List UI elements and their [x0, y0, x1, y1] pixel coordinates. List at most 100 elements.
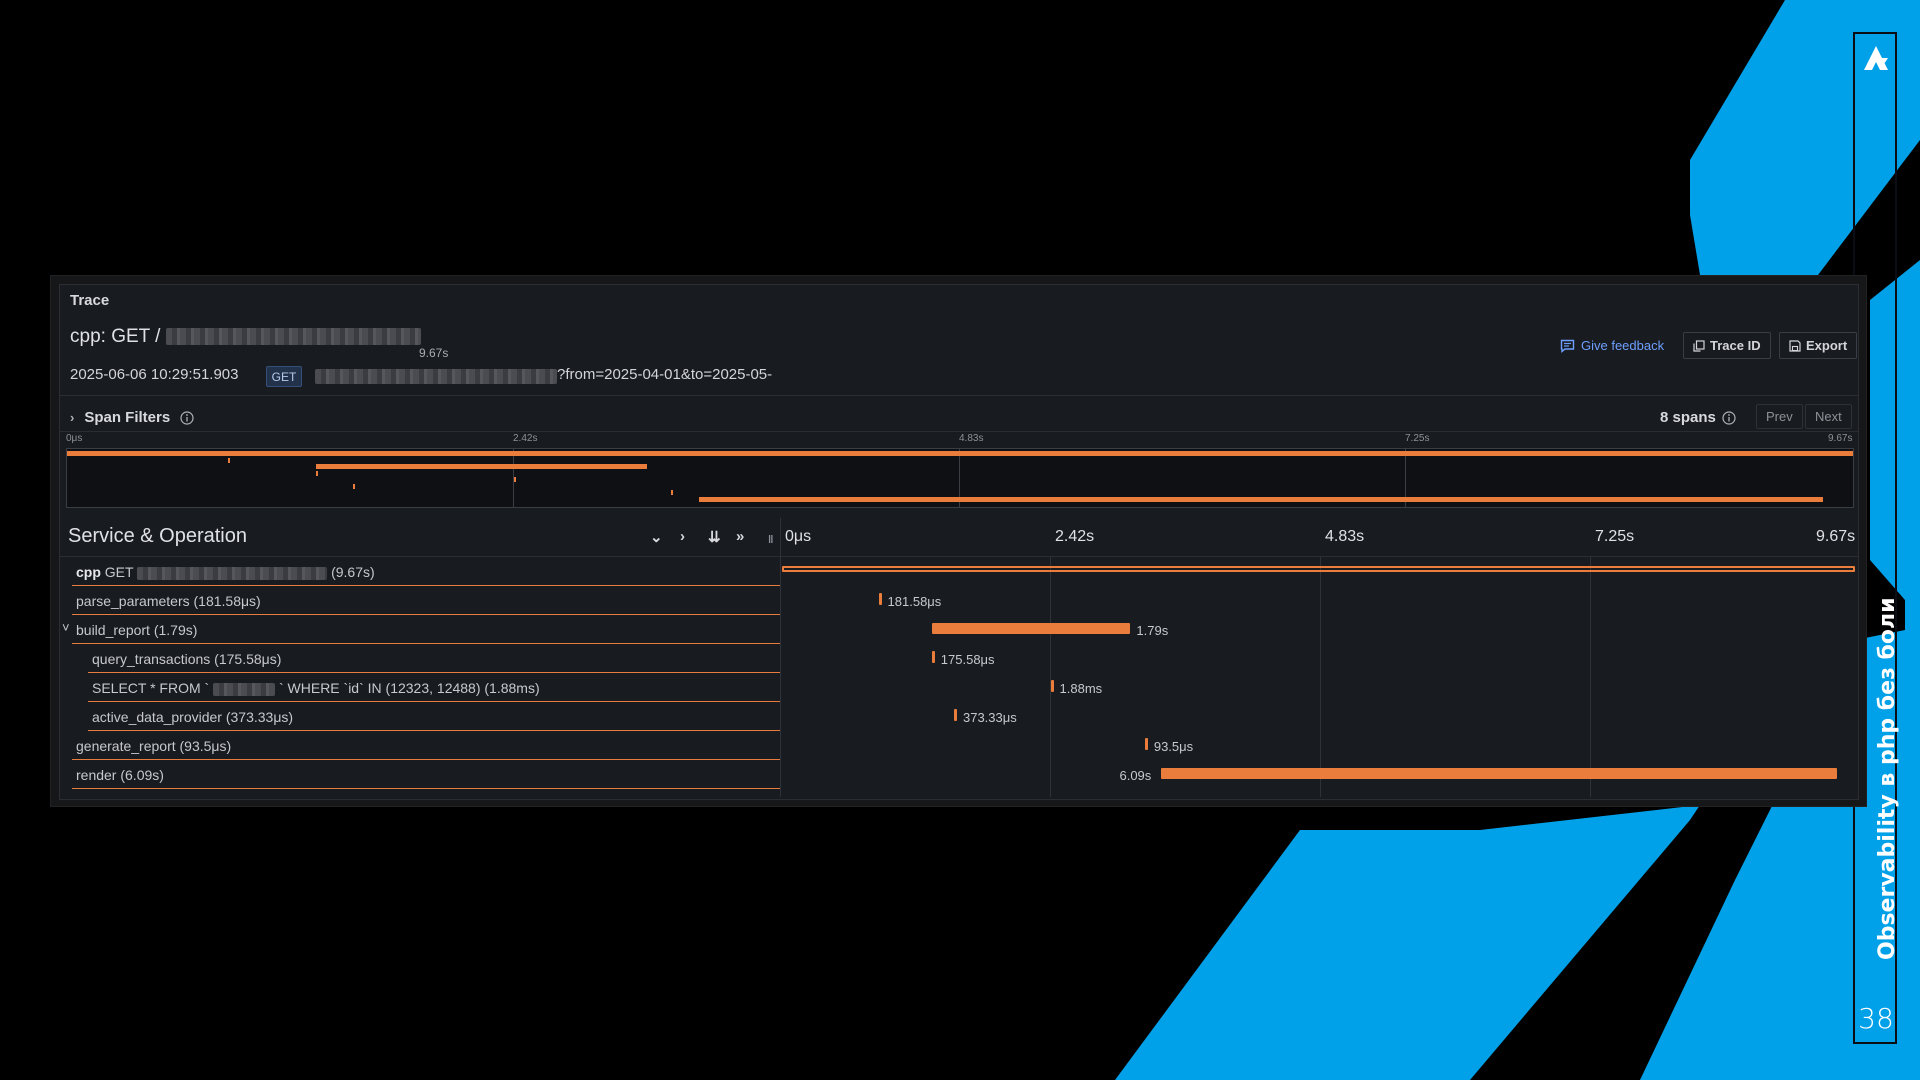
span-timeline: cpp GET (9.67s) parse_parameters (181.58μ…: [60, 557, 1858, 797]
trace-window: Trace cpp: GET / 9.67s 2025-06-06 10:29:…: [50, 275, 1867, 807]
time-tick: 2.42s: [1055, 528, 1095, 545]
minimap-canvas[interactable]: [66, 448, 1854, 508]
service-name: cpp: [76, 564, 105, 580]
timeline-gridline: [1320, 557, 1321, 797]
minimap-tick: 4.83s: [959, 433, 984, 444]
redacted-text: [137, 566, 328, 580]
span-duration-label: 181.58μs: [887, 594, 942, 609]
give-feedback-link[interactable]: Give feedback: [1560, 338, 1664, 353]
minimap-tick: 9.67s: [1828, 433, 1853, 444]
span-bar[interactable]: [931, 623, 1131, 634]
span-name: cpp GET (9.67s): [76, 564, 375, 580]
minimap-span-bar: [698, 496, 1824, 502]
span-row-underline: [72, 585, 780, 586]
minimap-tick: 2.42s: [513, 433, 538, 444]
span-row[interactable]: active_data_provider (373.33μs)373.33μs: [60, 702, 1858, 731]
minimap-tick: 0μs: [66, 433, 83, 444]
span-name: active_data_provider (373.33μs): [92, 709, 293, 725]
expand-all-icon[interactable]: »: [736, 528, 745, 545]
redacted-url: [315, 369, 557, 384]
trace-timestamp: 2025-06-06 10:29:51.903: [70, 366, 239, 383]
span-row-underline: [72, 759, 780, 760]
expand-one-icon[interactable]: ›: [680, 528, 685, 545]
span-name-text: build_report (1.79s): [76, 622, 198, 638]
span-name-prefix: SELECT * FROM `: [92, 680, 214, 696]
collapse-one-icon[interactable]: ⌄: [650, 529, 663, 546]
give-feedback-label: Give feedback: [1581, 338, 1665, 353]
minimap-gridline: [959, 449, 960, 507]
span-row[interactable]: cpp GET (9.67s): [60, 557, 1858, 586]
column-separator: [780, 518, 781, 556]
prev-button[interactable]: Prev: [1756, 404, 1803, 429]
span-bar[interactable]: [878, 593, 882, 605]
timeline-gridline: [1590, 557, 1591, 797]
redacted-trace-path: [165, 328, 421, 346]
trace-panel: Trace cpp: GET / 9.67s 2025-06-06 10:29:…: [59, 284, 1859, 800]
span-row-underline: [72, 643, 780, 644]
span-bar[interactable]: [1050, 680, 1054, 692]
span-bar[interactable]: [953, 709, 957, 721]
trace-duration: 9.67s: [419, 346, 449, 360]
minimap-span-bar: [316, 470, 319, 476]
next-button[interactable]: Next: [1805, 404, 1852, 429]
minimap-span-bar: [670, 490, 673, 495]
span-name: parse_parameters (181.58μs): [76, 593, 261, 609]
trace-id-button[interactable]: Trace ID: [1683, 332, 1771, 359]
export-label: Export: [1806, 338, 1848, 353]
span-name-text: active_data_provider (373.33μs): [92, 709, 294, 725]
span-row[interactable]: parse_parameters (181.58μs) 181.58μs: [60, 586, 1858, 615]
spans-count-label: 8 spans: [1660, 409, 1716, 426]
span-filters-toggle[interactable]: › Span Filters: [70, 409, 194, 426]
timeline-gridline: [1050, 557, 1051, 797]
time-tick: 4.83s: [1325, 528, 1365, 545]
span-bar[interactable]: [1161, 768, 1838, 779]
span-name-prefix: GET: [104, 564, 138, 580]
blue-shape-bottom: [1115, 805, 1700, 1080]
collapse-all-icon[interactable]: ⇊: [708, 529, 721, 546]
span-name-suffix: ` WHERE `id` IN (12323, 12488) (1.88ms): [275, 680, 540, 696]
info-icon: [1722, 410, 1736, 425]
span-name: query_transactions (175.58μs): [92, 651, 281, 667]
span-row[interactable]: SELECT * FROM ` ` WHERE `id` IN (12323, …: [60, 673, 1858, 702]
minimap-span-bar: [227, 457, 230, 463]
span-row-underline: [88, 730, 780, 731]
export-button[interactable]: Export: [1779, 332, 1858, 359]
span-duration-label: 1.88ms: [1059, 681, 1103, 696]
span-name-text: generate_report (93.5μs): [76, 738, 232, 754]
service-operation-title: Service & Operation: [68, 525, 247, 547]
chevron-down-icon[interactable]: ˅: [62, 620, 70, 635]
trace-name-prefix: cpp: GET /: [70, 326, 161, 347]
span-filters-label: Span Filters: [84, 409, 171, 426]
span-duration-label: 1.79s: [1136, 623, 1169, 638]
divider: [60, 431, 1858, 432]
time-tick: 0μs: [785, 528, 812, 545]
divider: [60, 395, 1858, 396]
minimap-tick: 7.25s: [1405, 433, 1430, 444]
span-bar[interactable]: [782, 566, 1855, 572]
minimap-span-bar: [316, 464, 647, 469]
feedback-icon: [1560, 339, 1575, 353]
timeline-gridline: [780, 557, 781, 797]
resize-handle-icon[interactable]: ‖: [768, 534, 774, 546]
brand-logo-icon: [1864, 46, 1888, 70]
span-duration-label: 175.58μs: [940, 652, 995, 667]
trace-minimap[interactable]: 0μs 2.42s 4.83s 7.25s 9.67s: [66, 433, 1854, 509]
minimap-span-bar: [513, 477, 516, 482]
span-row[interactable]: ˅ build_report (1.79s) 1.79s: [60, 615, 1858, 644]
page-number: 38: [1858, 1002, 1894, 1035]
copy-icon: [1693, 339, 1705, 352]
minimap-gridline: [1405, 449, 1406, 507]
span-bar[interactable]: [1144, 738, 1148, 750]
span-name: build_report (1.79s): [76, 622, 197, 638]
span-row[interactable]: query_transactions (175.58μs) 175.58μs: [60, 644, 1858, 673]
span-row[interactable]: generate_report (93.5μs) 93.5μs: [60, 731, 1858, 760]
span-row-underline: [88, 672, 780, 673]
span-name: SELECT * FROM ` ` WHERE `id` IN (12323, …: [92, 680, 540, 696]
span-duration-label: 93.5μs: [1153, 739, 1194, 754]
span-name-text: parse_parameters (181.58μs): [76, 593, 261, 609]
panel-title: Trace: [70, 292, 110, 309]
span-bar[interactable]: [931, 651, 935, 663]
span-row[interactable]: render (6.09s)6.09s: [60, 760, 1858, 789]
slide-side-title: Observability в php без боли: [1875, 597, 1900, 960]
